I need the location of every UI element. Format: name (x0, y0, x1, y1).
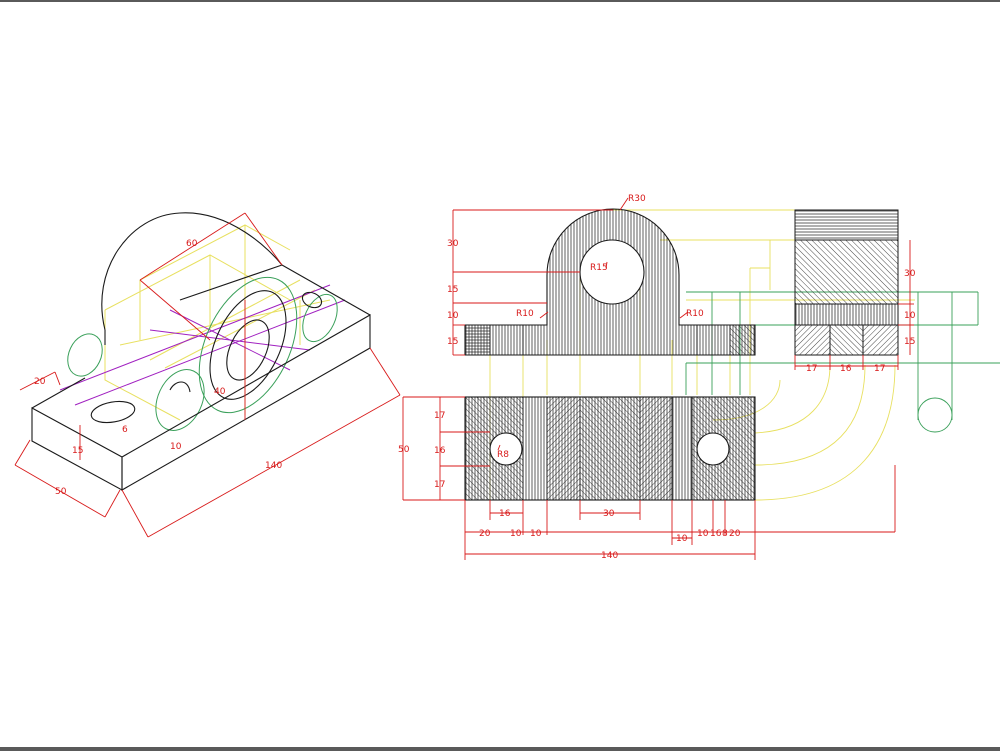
top-dim-10d: 10 (697, 529, 709, 539)
top-view-hatch-b1 (546, 396, 581, 501)
top-dim-17a: 17 (434, 411, 445, 421)
side-dim-16: 16 (840, 364, 852, 374)
front-dim-r10-left: R10 (516, 309, 534, 319)
side-view-base-center (829, 324, 864, 356)
side-view: 30 10 15 17 16 17 (794, 209, 916, 374)
front-dim-r10-right: R10 (686, 309, 704, 319)
iso-dim-20: 20 (34, 377, 46, 387)
top-dim-20b: 20 (729, 529, 741, 539)
top-dim-10c: 10 (676, 534, 688, 544)
iso-dim-40: 40 (214, 387, 226, 397)
top-dim-r8: R8 (497, 450, 509, 460)
front-dim-15b: 15 (447, 337, 458, 347)
front-dim-10: 10 (447, 311, 459, 321)
top-view-left-hole (489, 432, 523, 466)
top-view-hatch-b2 (639, 396, 673, 501)
viewport-top-border (0, 0, 1000, 2)
top-view-dimension-lines (402, 396, 896, 560)
top-dim-140: 140 (601, 551, 618, 561)
side-view-base-right (862, 324, 899, 356)
side-dim-17b: 17 (874, 364, 885, 374)
iso-dim-15: 15 (72, 446, 83, 456)
top-view: 50 17 16 17 R8 16 30 20 10 10 10 10 16 8… (398, 396, 896, 561)
side-dim-17a: 17 (806, 364, 817, 374)
front-view-right-section (729, 324, 756, 356)
side-dim-15: 15 (904, 337, 915, 347)
iso-dim-50: 50 (55, 487, 67, 497)
top-dim-10a: 10 (510, 529, 522, 539)
iso-dim-10: 10 (170, 442, 182, 452)
side-view-base-left (794, 324, 831, 356)
top-dim-16: 16 (434, 446, 446, 456)
top-dim-8: 8 (722, 529, 728, 539)
front-view: R30 R15 R10 R10 30 15 10 15 (447, 194, 756, 356)
viewport-bottom-border (0, 747, 1000, 751)
iso-dim-140: 140 (265, 461, 282, 471)
front-view-dimension-lines (452, 197, 689, 356)
side-dim-10: 10 (904, 311, 916, 321)
top-view-center-boss (579, 396, 641, 501)
iso-dim-6: 6 (122, 425, 128, 435)
front-dim-30: 30 (447, 239, 459, 249)
side-view-dimension-lines (794, 240, 914, 370)
iso-dim-60: 60 (186, 239, 198, 249)
side-view-slot (794, 303, 899, 326)
top-dim-17b: 17 (434, 480, 445, 490)
top-dim-30: 30 (603, 509, 615, 519)
front-dim-15a: 15 (447, 285, 458, 295)
top-dim-10b: 10 (530, 529, 542, 539)
top-dim-20: 20 (479, 529, 491, 539)
side-dim-30: 30 (904, 269, 916, 279)
iso-dimension-lines (14, 212, 401, 538)
iso-center-ellipses (67, 276, 338, 431)
front-dim-r30: R30 (628, 194, 646, 204)
front-view-left-section (464, 324, 491, 356)
top-dim-50: 50 (398, 445, 410, 455)
top-dim-16-hole: 16 (499, 509, 511, 519)
top-dim-16b: 16 (710, 529, 722, 539)
iso-hidden-lines (59, 284, 346, 406)
side-view-middle-block (794, 239, 899, 305)
front-dim-r15: R15 (590, 263, 608, 273)
top-view-right-hole (696, 432, 730, 466)
side-view-top-block (794, 209, 899, 241)
isometric-view: 60 20 40 6 15 10 50 140 (14, 212, 401, 538)
